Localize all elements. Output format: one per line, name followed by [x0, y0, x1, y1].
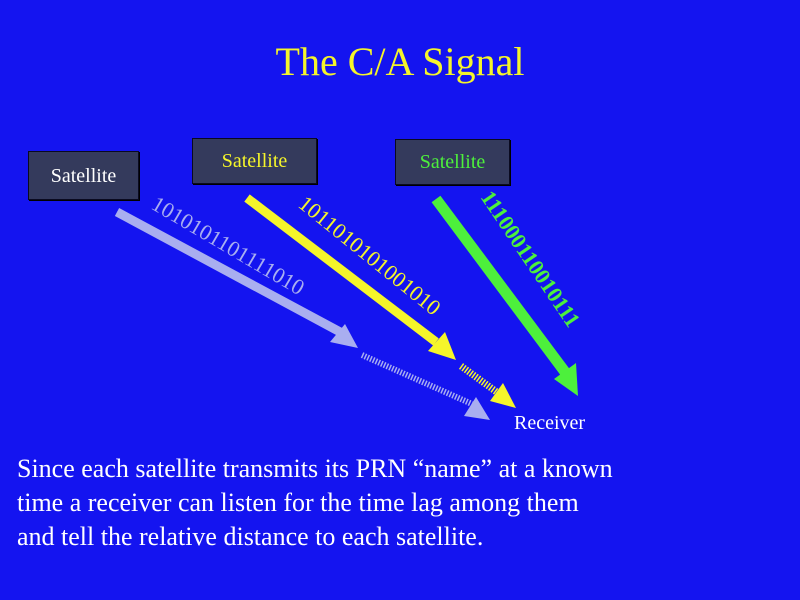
signal-arrow-3 — [431, 195, 578, 396]
caption-line-3: and tell the relative distance to each s… — [17, 522, 484, 551]
satellite-box-3: Satellite — [395, 139, 510, 185]
page-title: The C/A Signal — [275, 39, 525, 84]
satellite-box-2: Satellite — [192, 138, 317, 184]
caption-line-2: time a receiver can listen for the time … — [17, 488, 579, 517]
caption-text: Since each satellite transmits its PRN “… — [17, 452, 787, 554]
receiver-label: Receiver — [514, 412, 586, 434]
signal-arrow-1 — [114, 208, 490, 420]
signal-arrow-2 — [244, 194, 516, 408]
prn-code-3: 111000110010111 — [476, 186, 586, 332]
satellite-box-1: Satellite — [28, 151, 139, 200]
caption-line-1: Since each satellite transmits its PRN “… — [17, 454, 613, 483]
